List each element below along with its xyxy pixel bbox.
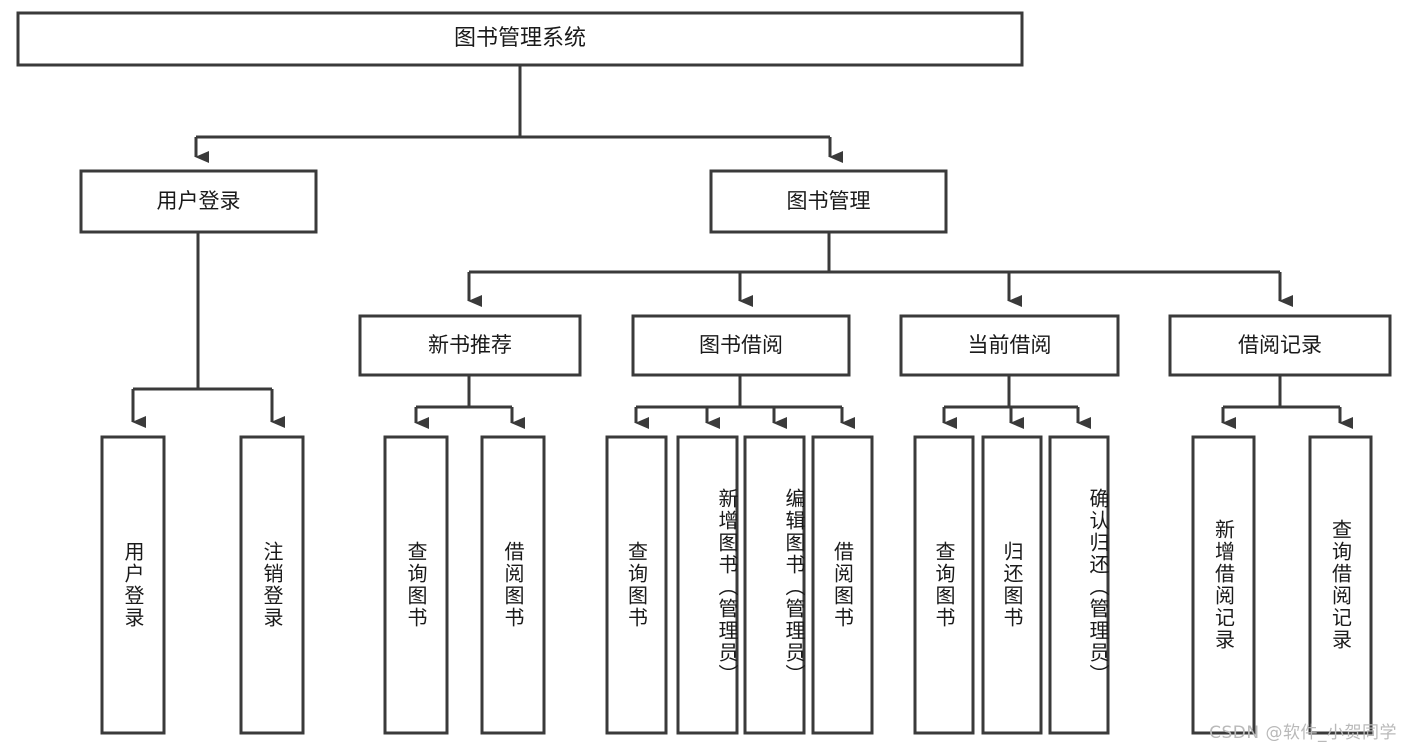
leaf-query-book-a-box[interactable] (383, 435, 449, 735)
edges-currentborrow-to-leaves (942, 375, 1091, 429)
leaf-query-book-c-box[interactable] (913, 435, 975, 735)
node-borrow-record-box[interactable] (1168, 314, 1392, 377)
node-current-borrow-box[interactable] (899, 314, 1120, 377)
leaf-user-login-box[interactable] (100, 435, 166, 735)
leaf-logout-box[interactable] (239, 435, 305, 735)
node-new-book-recommend-box[interactable] (358, 314, 582, 377)
leaf-confirm-return-box[interactable] (1048, 435, 1110, 735)
edges-root-to-level1 (194, 65, 843, 163)
edges-userlogin-to-leaves (131, 232, 285, 428)
leaf-query-book-b-box[interactable] (605, 435, 668, 735)
edges-borrowrecord-to-leaves (1221, 375, 1353, 429)
leaf-query-record-box[interactable] (1308, 435, 1373, 735)
leaf-edit-book-box[interactable] (743, 435, 806, 735)
leaf-borrow-book-b-box[interactable] (811, 435, 874, 735)
leaf-add-record-box[interactable] (1191, 435, 1256, 735)
edges-bookborrow-to-leaves (634, 375, 855, 429)
node-book-management-box[interactable] (709, 169, 948, 234)
leaf-add-book-box[interactable] (676, 435, 739, 735)
node-user-login-box[interactable] (79, 169, 318, 234)
edges-newbook-to-leaves (414, 375, 525, 429)
leaf-return-book-box[interactable] (981, 435, 1043, 735)
edges-bookmgmt-to-level2 (467, 232, 1293, 307)
node-root-box[interactable] (16, 11, 1024, 67)
node-book-borrow-box[interactable] (631, 314, 851, 377)
leaf-borrow-book-a-box[interactable] (480, 435, 546, 735)
csdn-watermark: CSDN @软件_小贺同学 (1209, 723, 1397, 743)
